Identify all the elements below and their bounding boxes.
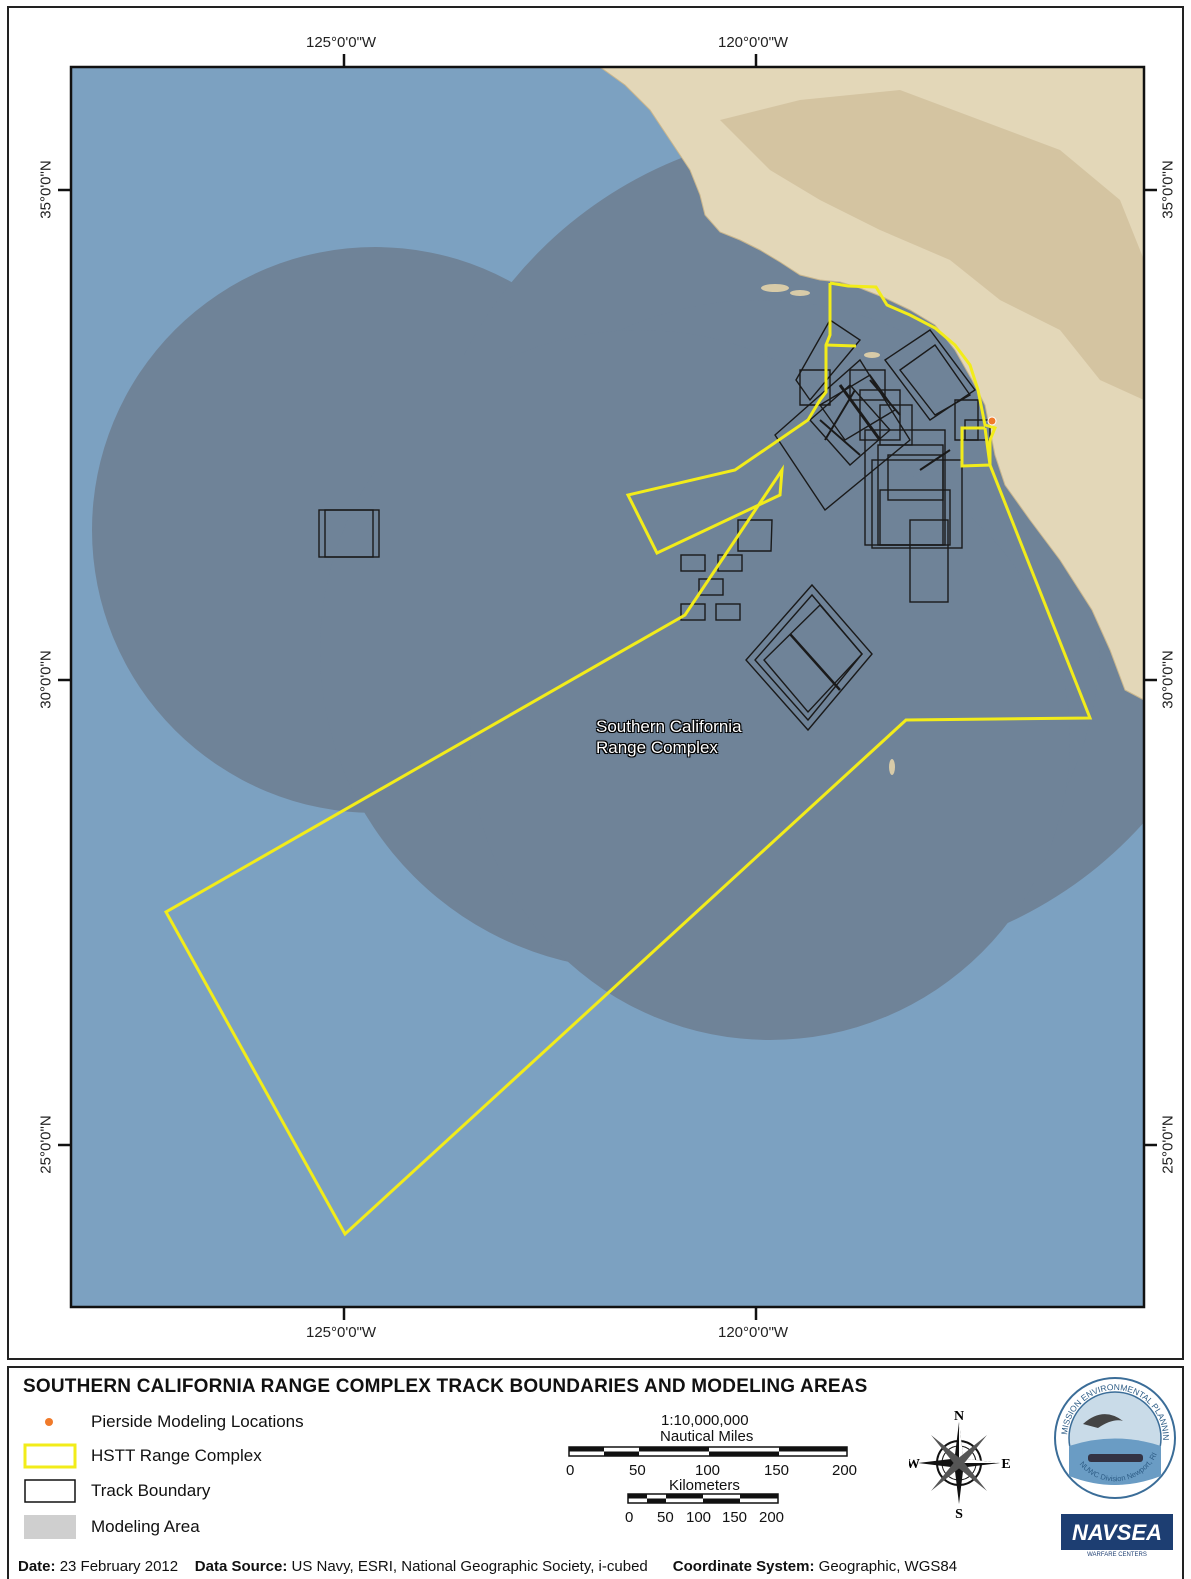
footer-source-value: US Navy, ESRI, National Geographic Socie… [291,1558,648,1575]
map-canvas[interactable] [0,0,1191,1365]
yellow-outline-box-icon [23,1443,77,1469]
nautical-tick-150: 150 [764,1462,790,1479]
nautical-scale-bar [568,1446,848,1457]
lon-label-top-120: 120°0'0"W [718,34,789,51]
lat-label-left-35: 35°0'0"N [37,160,55,219]
legend-label-modeling-area: Modeling Area [91,1517,200,1536]
orange-dot-icon [45,1418,53,1426]
footer-coord-label: Coordinate System: [672,1558,815,1575]
km-tick-100: 100 [686,1509,712,1526]
lat-label-right-30: 30°0'0"N [1159,650,1177,709]
scale-km-label: Kilometers [669,1477,740,1494]
km-tick-0: 0 [625,1509,634,1526]
footer-line: Date: 23 February 2012 Data Source: US N… [18,1558,957,1575]
legend-title: SOUTHERN CALIFORNIA RANGE COMPLEX TRACK … [23,1376,868,1397]
hstt-range-boundary [163,281,1093,1237]
legend-label-hstt: HSTT Range Complex [91,1446,262,1465]
lon-label-bottom-120: 120°0'0"W [718,1324,789,1341]
islands [761,284,895,775]
navsea-logo: NAVSEA WARFARE CENTERS [1061,1514,1173,1558]
pierside-location [987,416,997,426]
scale-nautical-label: Nautical Miles [660,1428,754,1445]
lon-label-bottom-125: 125°0'0"W [306,1324,377,1341]
nautical-tick-100: 100 [695,1462,721,1479]
compass-e: E [1001,1457,1010,1472]
footer-source-label: Data Source: [194,1558,288,1575]
track-boundaries [318,319,991,732]
km-tick-200: 200 [759,1509,785,1526]
mission-environmental-planning-seal: MISSION ENVIRONMENTAL PLANNING NUWC Divi… [1053,1376,1176,1499]
lat-label-left-30: 30°0'0"N [37,650,55,709]
navsea-subtext: WARFARE CENTERS [1087,1552,1147,1558]
legend-label-pierside: Pierside Modeling Locations [91,1412,304,1431]
nautical-tick-50: 50 [629,1462,646,1479]
lat-label-right-35: 35°0'0"N [1159,160,1177,219]
legend-panel: SOUTHERN CALIFORNIA RANGE COMPLEX TRACK … [7,1366,1184,1579]
black-outline-box-icon [24,1479,76,1503]
compass-n: N [954,1409,964,1424]
footer-date-value: 23 February 2012 [59,1558,179,1575]
region-label-line1: Southern California [596,717,742,736]
navsea-text: NAVSEA [1072,1520,1162,1545]
lon-label-top-125: 125°0'0"W [306,34,377,51]
nautical-tick-200: 200 [832,1462,858,1479]
compass-s: S [955,1507,963,1518]
compass-rose-icon: N S W E [909,1409,1011,1518]
region-label-line2: Range Complex [596,738,718,757]
km-tick-150: 150 [722,1509,748,1526]
nautical-tick-0: 0 [566,1462,575,1479]
footer-date-label: Date: [18,1558,56,1575]
legend-label-track: Track Boundary [91,1481,211,1500]
km-scale-bar [627,1493,779,1504]
compass-w: W [909,1457,920,1472]
footer-coord-value: Geographic, WGS84 [818,1558,958,1575]
land-shadow [720,90,1144,400]
km-tick-50: 50 [657,1509,674,1526]
lat-label-right-25: 25°0'0"N [1159,1115,1177,1174]
lat-label-left-25: 25°0'0"N [37,1115,55,1174]
region-label: Southern California Range Complex [596,716,742,758]
gray-filled-box-icon [24,1515,76,1539]
scale-ratio: 1:10,000,000 [661,1412,749,1429]
